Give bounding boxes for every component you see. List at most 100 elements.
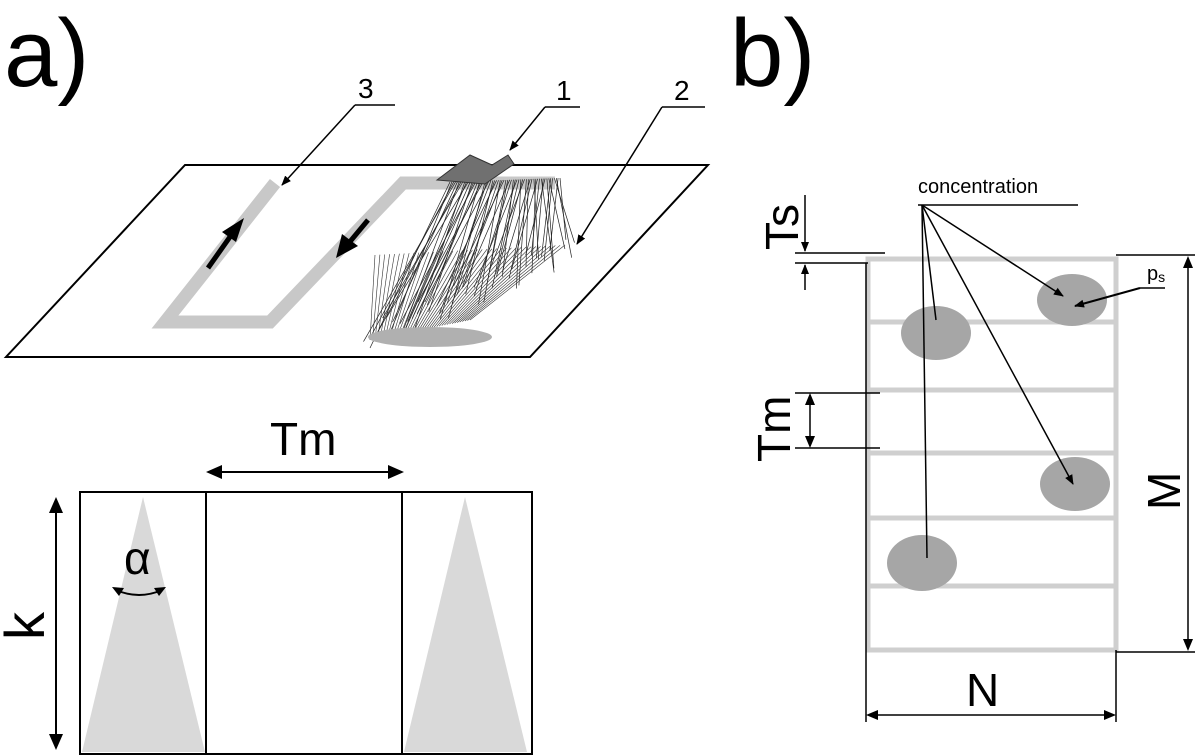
spray-hatch-line — [467, 245, 561, 321]
spray-hatch-line — [390, 252, 415, 336]
spray-hatch-line — [426, 249, 483, 329]
spray-hatch-line — [421, 249, 473, 330]
deposit-spot — [368, 327, 492, 347]
spray-hatch-line — [496, 179, 520, 272]
callout-2: 2 — [576, 75, 705, 245]
spray-hatch-line — [371, 181, 455, 334]
spray-hatch-line — [473, 179, 512, 297]
spray-hatch-line — [385, 253, 405, 337]
spray-hatch-line — [461, 180, 499, 289]
spray-hatch-line — [423, 249, 478, 330]
spray-hatch-line — [382, 253, 400, 338]
nozzle-icon — [435, 154, 515, 185]
alpha-label: α — [124, 532, 151, 584]
concentration-spot — [1040, 457, 1110, 511]
fan-section-box — [79, 491, 533, 755]
concentration-label: concentration — [918, 176, 1038, 198]
spray-hatch-line — [418, 249, 468, 331]
spray-hatch-line — [473, 179, 518, 288]
spray-hatch-line — [433, 248, 498, 328]
spray-hatch-line — [363, 181, 456, 342]
spray-hatch-line — [372, 254, 381, 340]
spray-hatch-line — [463, 179, 511, 288]
tm-label-a: Tm — [270, 413, 336, 465]
m-label: M — [1138, 472, 1190, 510]
spray-hatch-line — [501, 179, 514, 277]
spray-hatch-line — [449, 246, 527, 325]
spray-hatch-line — [403, 251, 439, 334]
spray-hatch-line — [382, 181, 464, 319]
spray-hatch-line — [428, 248, 488, 329]
spray-hatch-line — [417, 180, 484, 303]
panel-a: a) 3 1 — [0, 0, 711, 755]
k-dimension: k — [0, 497, 63, 750]
spray-hatch-line — [374, 254, 385, 340]
spray-hatch-line — [464, 245, 556, 322]
spray-hatch-line — [377, 181, 462, 333]
spray-hatch-line — [392, 252, 420, 336]
spray-hatch-line — [489, 179, 525, 271]
spray-hatch-line — [400, 251, 434, 334]
callout-1: 1 — [509, 75, 580, 151]
spray-hatch-line — [533, 178, 539, 260]
spray-hatch-line — [549, 178, 559, 251]
tm-dimension-b: Tm — [748, 392, 880, 462]
spray-hatch-line — [454, 246, 537, 324]
spray-hatch-line — [408, 251, 449, 333]
spray-hatch-line — [438, 247, 507, 327]
spray-hatch-line — [439, 180, 481, 320]
m-dimension: M — [1116, 254, 1195, 653]
direction-arrow-up-icon — [205, 218, 244, 270]
k-label: k — [0, 611, 56, 640]
panel-a-label: a) — [4, 0, 89, 107]
spray-hatch-line — [447, 180, 486, 319]
n-dimension: N — [865, 263, 1117, 722]
spray-hatch-line — [369, 254, 376, 341]
panel-b-label: b) — [730, 0, 815, 107]
spray-hatch-line — [405, 251, 444, 333]
panel-b: b) concentration ps — [730, 0, 1195, 722]
spray-hatch-line — [478, 180, 501, 305]
spray-hatch-line — [377, 254, 390, 339]
callout-3-label: 3 — [358, 73, 374, 104]
spray-hatch-line — [431, 248, 493, 328]
spray-hatch-line — [462, 245, 551, 322]
concentration-spot — [1037, 274, 1107, 326]
spray-hatch-line — [516, 179, 522, 289]
spray-hatch-line — [508, 178, 533, 279]
spray-hatch-line — [444, 247, 517, 326]
spray-hatch-line — [511, 178, 538, 270]
spray-hatch-line — [397, 252, 429, 335]
spray-hatch-line — [559, 177, 567, 240]
spray-hatch-line — [469, 244, 566, 321]
plate — [3, 164, 711, 358]
spray-hatch-line — [410, 250, 454, 332]
spray-hatch-line — [390, 181, 453, 330]
serpentine-path — [865, 256, 1119, 653]
ps-label: ps — [1147, 263, 1165, 285]
concentration-spot — [887, 535, 957, 591]
spray-cone-left — [82, 497, 205, 752]
spray-hatch-line — [413, 250, 459, 332]
tm-label-b: Tm — [748, 396, 800, 462]
concentration-spot — [901, 306, 971, 360]
spray-hatch-line — [459, 245, 546, 323]
spray-hatch-line — [407, 181, 468, 322]
ts-label: Ts — [756, 204, 808, 250]
spray-hatch-line — [424, 180, 490, 303]
direction-arrow-down-icon — [336, 218, 370, 258]
spray-cone-right — [404, 497, 527, 752]
spray-hatch-line — [441, 247, 512, 326]
callout-3: 3 — [281, 73, 395, 186]
spray-hatch-line — [525, 178, 546, 256]
spray-hatch-line — [438, 180, 492, 315]
spray-hatch-line — [404, 181, 471, 332]
concentration-leaders — [921, 204, 1074, 559]
spray-fan-hatch — [363, 177, 575, 349]
spray-hatch-line — [400, 181, 460, 336]
alpha-angle-icon: α — [112, 532, 166, 596]
spray-hatch-line — [446, 247, 522, 325]
ts-dimension: Ts — [756, 195, 885, 290]
spray-hatch-line — [387, 253, 410, 337]
